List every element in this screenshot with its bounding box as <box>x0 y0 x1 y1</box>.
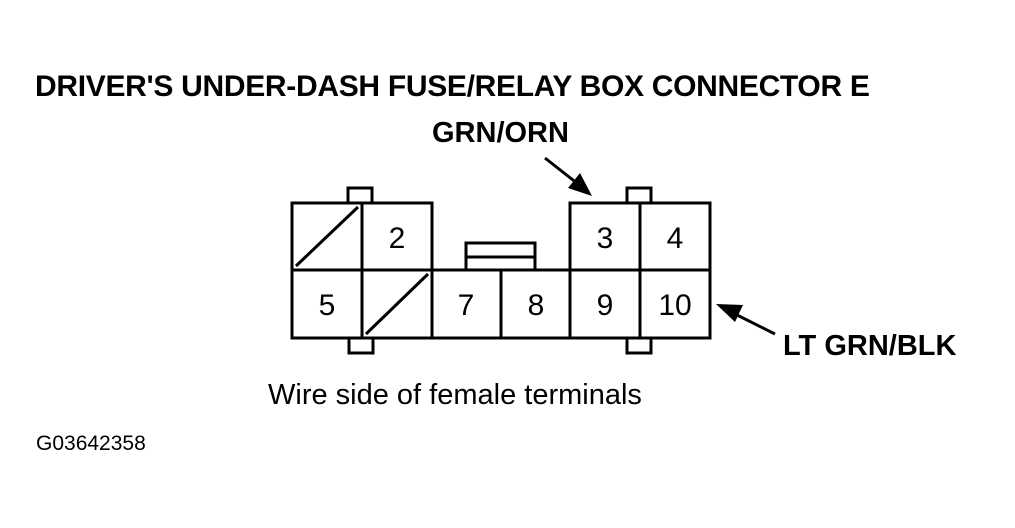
wire-label-lt-grn-blk: LT GRN/BLK <box>783 330 957 362</box>
terminal-7-label: 7 <box>458 289 475 322</box>
top-tab-left <box>346 186 374 205</box>
terminal-8-label: 8 <box>528 289 545 322</box>
terminal-3-label: 3 <box>597 222 614 255</box>
bottom-tab-left <box>347 336 375 355</box>
terminal-10-label: 10 <box>658 289 691 322</box>
terminal-9-label: 9 <box>597 289 614 322</box>
figure-code: G03642358 <box>36 432 146 455</box>
bottom-tab-right <box>625 336 653 355</box>
diagram-title: DRIVER'S UNDER-DASH FUSE/RELAY BOX CONNE… <box>35 70 870 103</box>
empty-cavity-6-mark <box>364 272 430 336</box>
terminal-2-label: 2 <box>389 222 406 255</box>
top-tab-right <box>625 186 653 205</box>
diagram-caption: Wire side of female terminals <box>268 379 642 411</box>
terminal-4-label: 4 <box>667 222 684 255</box>
arrow-lt-grn-blk-head <box>716 304 743 322</box>
wire-label-grn-orn: GRN/ORN <box>432 117 569 149</box>
arrow-lt-grn-blk-shaft <box>732 311 776 336</box>
arrow-grn-orn-head <box>568 173 592 196</box>
terminal-5-label: 5 <box>319 289 336 322</box>
arrow-grn-orn-shaft <box>544 156 579 186</box>
empty-cavity-1-mark <box>294 205 360 268</box>
